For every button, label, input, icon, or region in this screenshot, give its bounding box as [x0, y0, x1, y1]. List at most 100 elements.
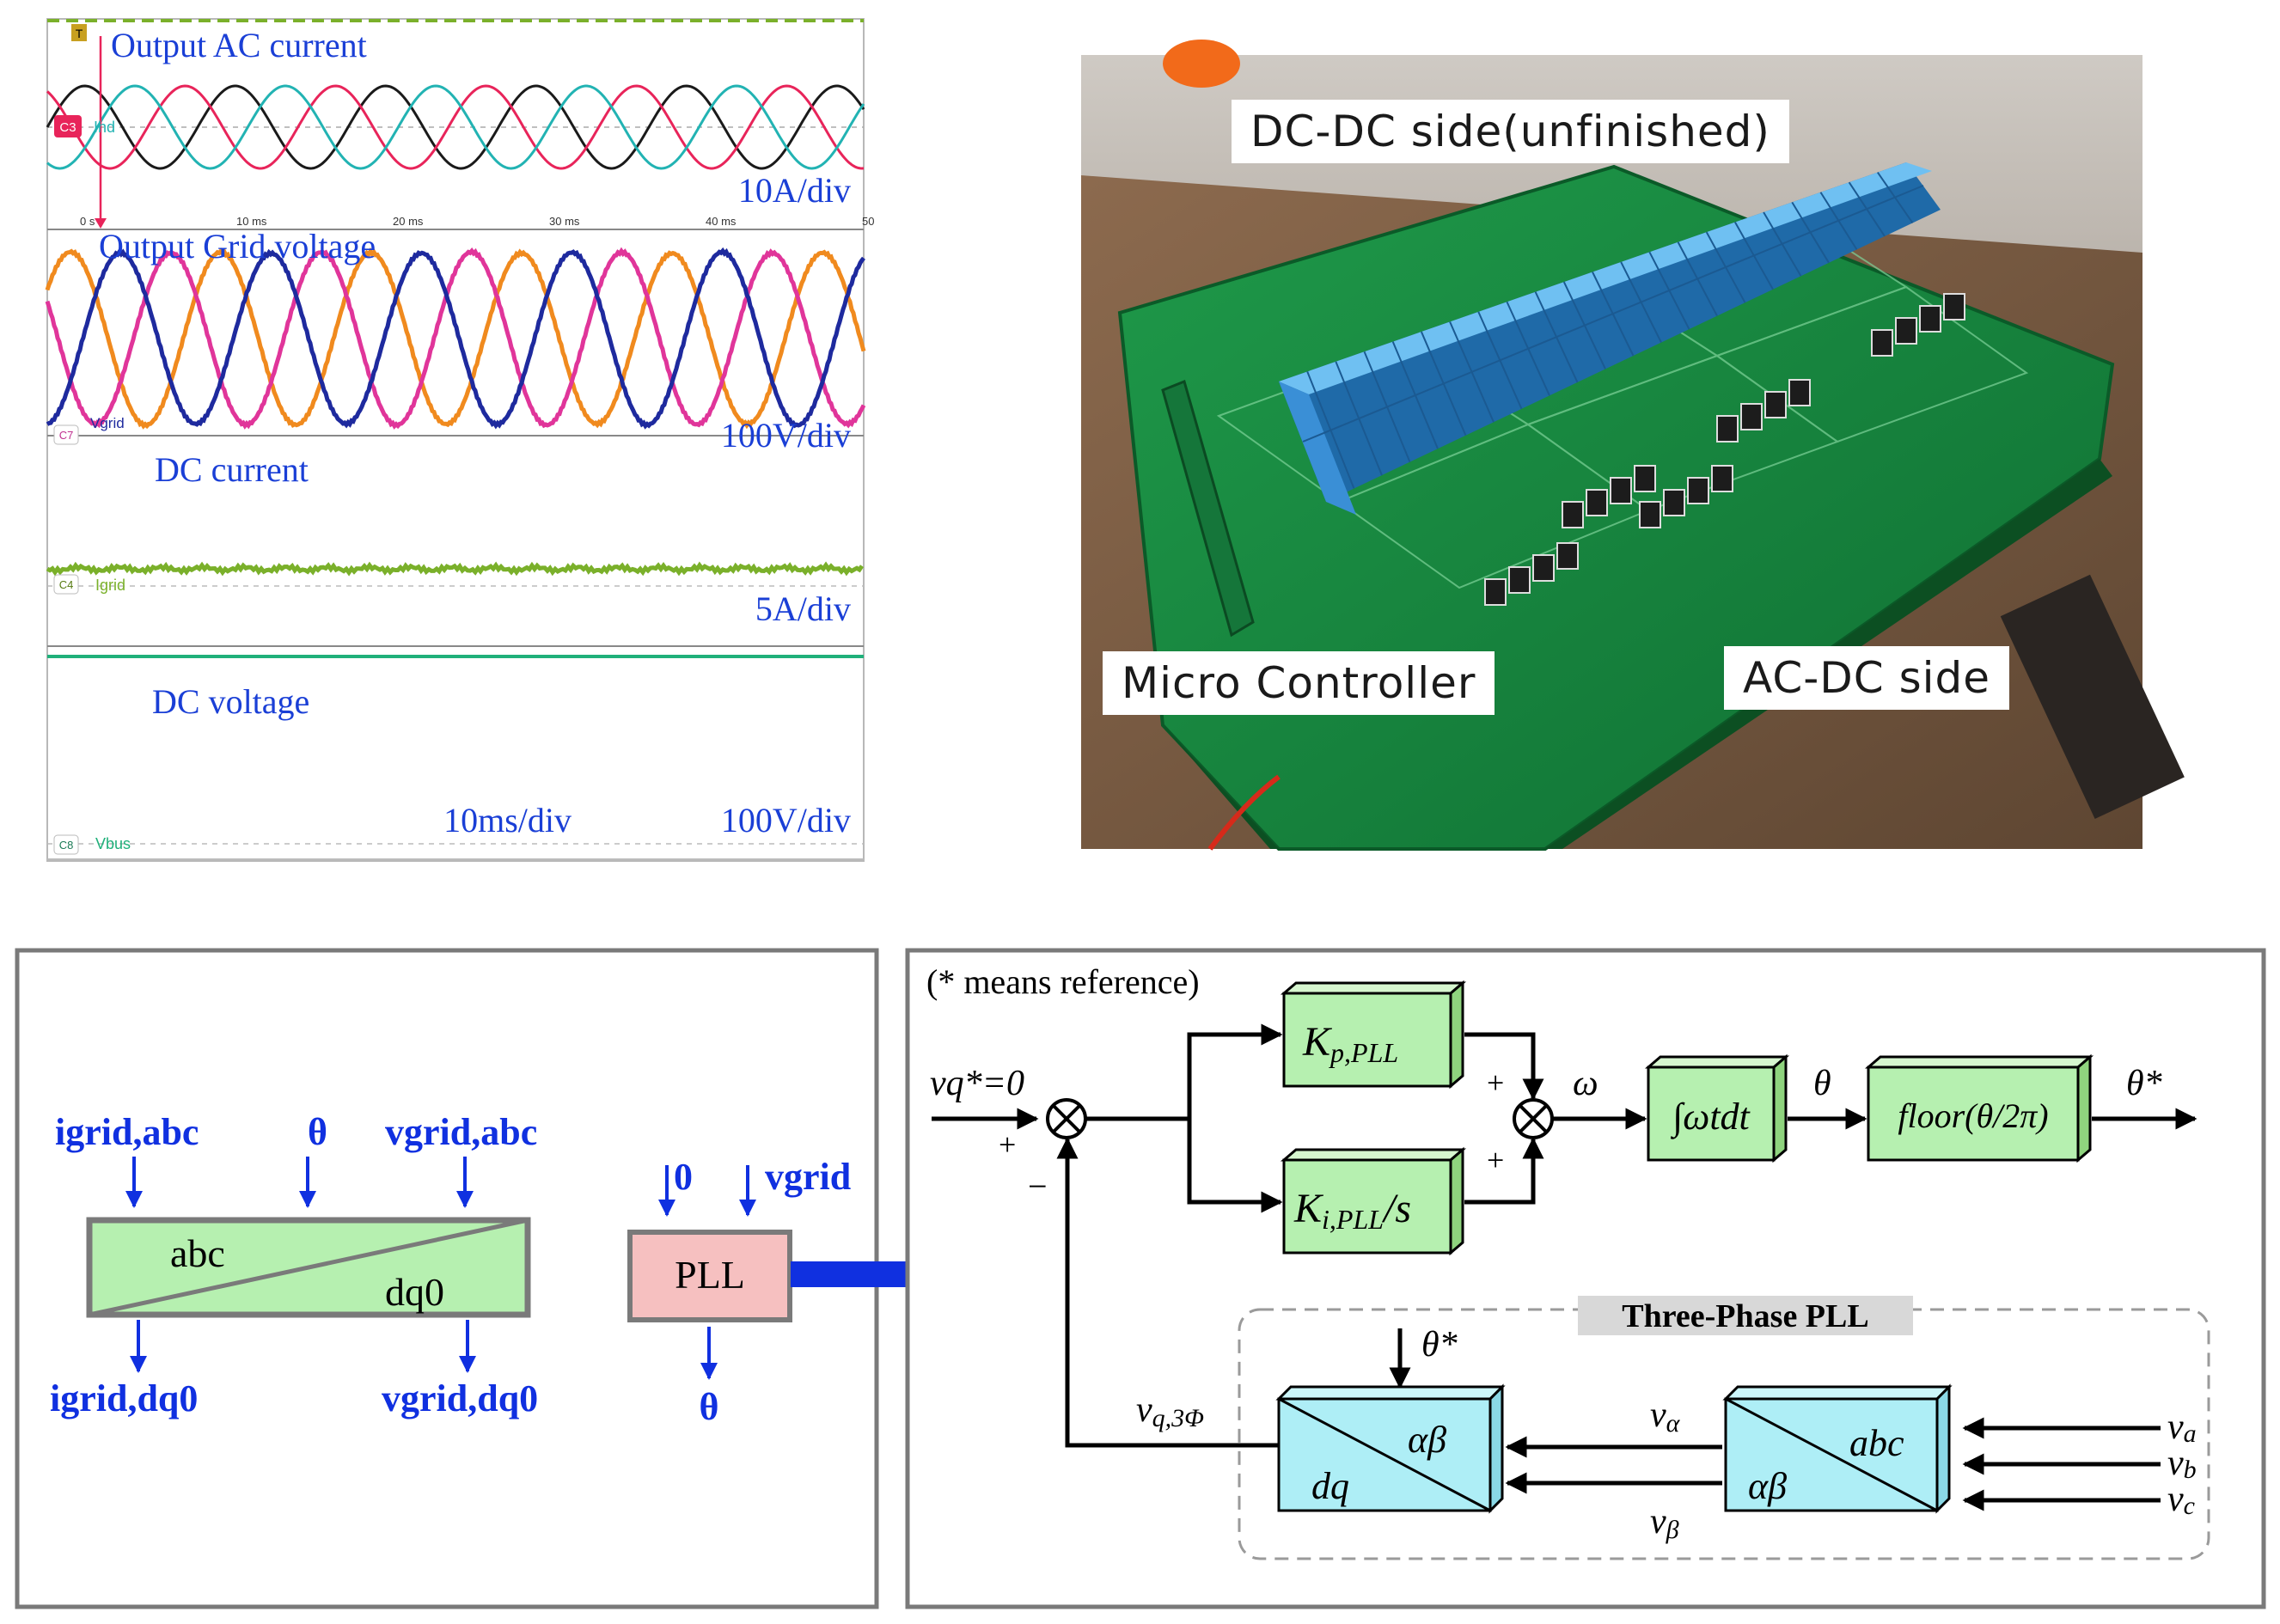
wire-ki-out [1464, 1137, 1544, 1205]
capacitor-bank [1279, 162, 1941, 515]
pcb-photo: DC-DC side(unfinished) Micro Controller … [1081, 40, 2185, 851]
omega-label: ω [1573, 1064, 1598, 1103]
micro-controller-card [1161, 379, 1255, 638]
wire-feedback-vq [1056, 1137, 1284, 1448]
waveforms [45, 84, 866, 658]
sum1-plus-sign: + [999, 1127, 1016, 1162]
grid-voltage-phase-c-trace [46, 247, 865, 430]
time-tick-label: 50 [862, 215, 874, 228]
grid-voltage-phase-b-trace [45, 247, 866, 430]
scale-label-grid-voltage: 100V/div [721, 416, 851, 455]
channel-badge-c4 [53, 574, 79, 595]
channel-c7-label: C7 [59, 429, 74, 442]
pll-input-vgrid: vgrid [765, 1156, 851, 1198]
wire-to-kp [1187, 1023, 1283, 1119]
channel-tag-ihd: Ihd [94, 119, 115, 136]
summing-junction-1-cross-b [1052, 1104, 1081, 1133]
power-devices [1484, 293, 1965, 606]
grid-voltage-phase-a-trace [45, 247, 866, 430]
red-cable [1207, 774, 1281, 851]
sum2-plus-bottom: + [1487, 1143, 1504, 1177]
theta-label: θ [1813, 1064, 1831, 1103]
pll-block-label: PLL [675, 1253, 745, 1297]
clarke-block-abc: abc [1849, 1422, 1904, 1464]
time-tick-label: 10 ms [236, 215, 267, 228]
channel-badge-c3 [54, 115, 82, 137]
group-title: Three-Phase PLL [1622, 1298, 1868, 1334]
pcb-photo-illustration [1081, 40, 2185, 851]
dc-current-trace [46, 561, 865, 577]
vc-label: vc [2167, 1480, 2195, 1520]
integrator-label: ∫ωtdt [1670, 1096, 1751, 1139]
pll-input-theta: 0 [674, 1156, 693, 1198]
reference-note: (* means reference) [926, 962, 1200, 1001]
v-alpha-label: vα [1650, 1395, 1681, 1438]
park-block-dq: dq [1311, 1465, 1349, 1507]
channel-tag-vgrid: Vgrid [90, 415, 125, 431]
scale-label-ac-current: 10A/div [738, 171, 851, 210]
ac-current-phase-b-trace [46, 84, 865, 170]
va-label: va [2167, 1407, 2197, 1448]
channel-badge-c7 [53, 424, 79, 445]
orange-cup [1163, 40, 1240, 88]
channel-c3-label: C3 [59, 120, 76, 135]
scale-label-time: 10ms/div [443, 801, 572, 839]
sum1-minus-sign: − [1028, 1167, 1048, 1206]
abc-dq0-block-dq0: dq0 [385, 1270, 444, 1314]
theta-star-input: θ* [1421, 1325, 1458, 1365]
group-title-background [1578, 1296, 1913, 1335]
summing-junction-2-cross-b [1519, 1104, 1548, 1133]
input-label-vgrid-abc: vgrid,abc [385, 1111, 537, 1153]
trace-label-dc-voltage: DC voltage [152, 682, 309, 721]
integrator-block [1644, 1053, 1790, 1163]
output-label-igrid-dq0: igrid,dq0 [50, 1377, 198, 1419]
pll-diagram-panel: (* means reference) vq*=0 + − Kp,PLL Ki,… [905, 948, 2266, 1609]
wire-to-ki [1187, 1119, 1283, 1213]
scale-label-dc-voltage: 100V/div [721, 801, 851, 839]
kp-block-label: Kp,PLL [1302, 1019, 1398, 1068]
output-label-vgrid-dq0: vgrid,dq0 [382, 1377, 538, 1419]
oscilloscope-panel: 0 s 10 ms 20 ms 30 ms 40 ms 50 T C3 Ihd C7 Vg… [45, 18, 874, 862]
abc-dq0-transform-panel: igrid,abc θ vgrid,abc abc dq0 igrid,dq0 … [15, 948, 879, 1609]
pll-output-theta: θ [700, 1386, 719, 1428]
abc-dq0-diagonal [89, 1218, 529, 1317]
channel-c4-label: C4 [59, 578, 74, 591]
trigger-marker-icon [71, 24, 87, 41]
vb-label: vb [2167, 1444, 2197, 1484]
theta-star-output: θ* [2126, 1064, 2162, 1103]
time-tick-label: 30 ms [549, 215, 580, 228]
floor-block [1864, 1053, 2094, 1163]
pll-panel-frame [905, 948, 2266, 1609]
ki-block-label: Ki,PLL/s [1293, 1186, 1411, 1235]
channel-badge-c8 [53, 834, 79, 855]
time-tick-label: 20 ms [393, 215, 424, 228]
ac-current-phase-a-trace [46, 84, 865, 170]
trigger-arrow-icon [95, 218, 107, 229]
label-dc-dc-side: DC-DC side(unfinished) [1232, 100, 1789, 163]
time-tick-labels: 0 s 10 ms 20 ms 30 ms 40 ms 50 [80, 215, 874, 228]
park-transform-block [1275, 1383, 1506, 1514]
pll-block [627, 1230, 792, 1322]
wire-kp-out [1464, 1032, 1544, 1101]
ac-current-phase-c-trace [46, 84, 865, 170]
kp-block [1280, 980, 1467, 1090]
channel-tag-vbus: Vbus [95, 835, 131, 852]
desk-object [2000, 574, 2185, 819]
v-beta-label: vβ [1650, 1502, 1679, 1544]
time-tick-label: 0 s [80, 215, 95, 228]
time-tick-label: 40 ms [706, 215, 737, 228]
sum2-plus-top: + [1487, 1065, 1504, 1100]
ki-block [1280, 1146, 1467, 1256]
vq-ref-label: vq*=0 [930, 1064, 1024, 1103]
floor-label: floor(θ/2π) [1898, 1096, 2048, 1135]
input-label-theta: θ [308, 1111, 327, 1153]
trigger-marker-text: T [76, 27, 83, 40]
abc-dq0-block-abc: abc [170, 1231, 225, 1275]
trace-label-ac-current: Output AC current [111, 26, 367, 64]
trace-label-grid-voltage: Output Grid voltage [99, 227, 376, 266]
label-micro-controller: Micro Controller [1103, 651, 1495, 715]
clarke-transform-block [1722, 1383, 1953, 1514]
label-ac-dc-side: AC-DC side [1724, 646, 2010, 710]
park-block-alpha-beta: αβ [1408, 1419, 1446, 1461]
trace-label-dc-current: DC current [155, 450, 309, 489]
